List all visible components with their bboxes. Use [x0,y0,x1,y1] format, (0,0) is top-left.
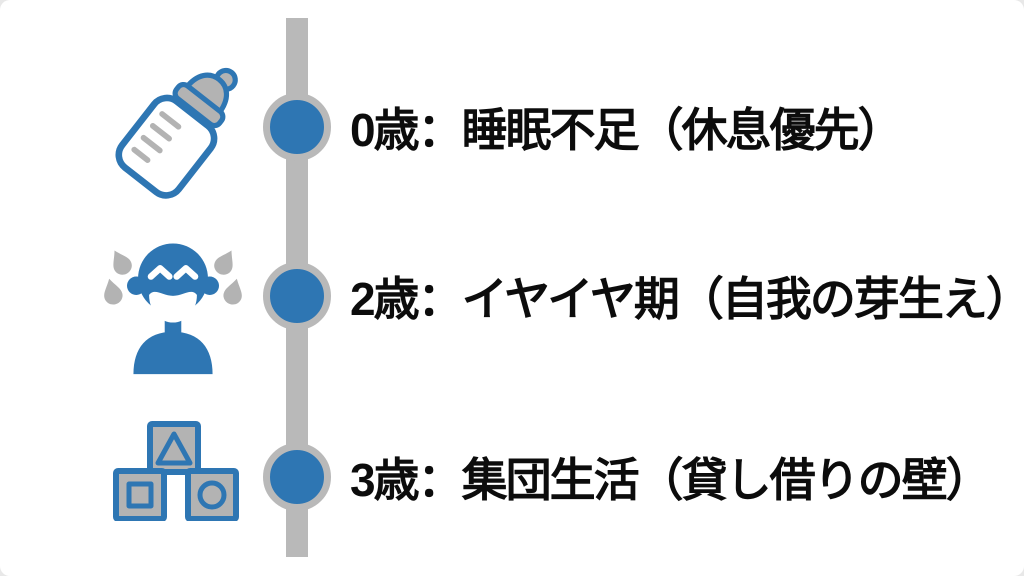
crying-baby-icon [104,236,242,376]
timeline-label-age0: 0歳：睡眠不足（休息優先） [350,104,904,156]
timeline-label-age3: 3歳：集団生活（貸し借りの壁） [350,454,992,506]
toy-blocks-icon [112,421,240,521]
timeline-label-age2: 2歳：イヤイヤ期（自我の芽生え） [350,273,1024,325]
timeline-node-age2 [263,262,331,330]
timeline-node-age3 [263,443,331,511]
baby-bottle-icon [96,34,271,217]
timeline-node-age0 [263,93,331,161]
